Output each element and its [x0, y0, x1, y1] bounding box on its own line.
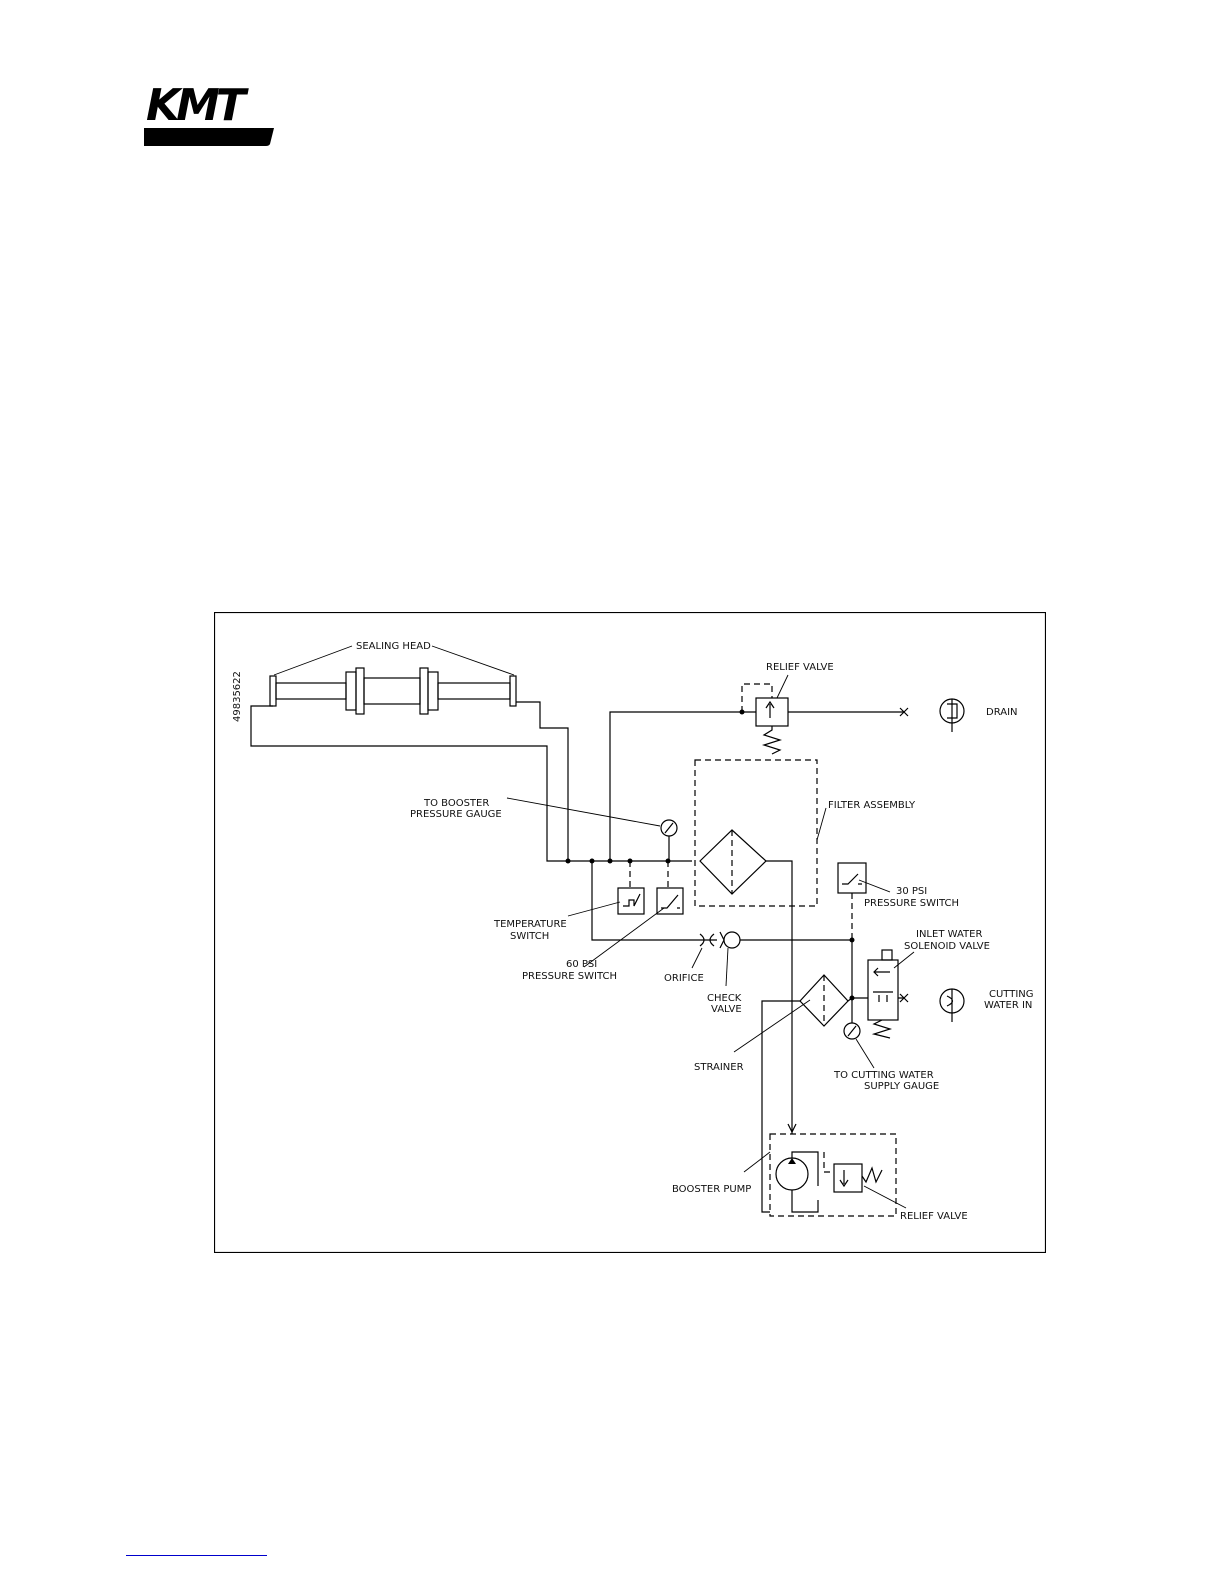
cutting-water-in-symbol	[940, 989, 964, 1022]
label-relief-valve-top: RELIEF VALVE	[766, 662, 834, 673]
document-id: 49835622	[232, 671, 243, 722]
orifice-symbol	[692, 934, 714, 968]
label-cutting-line1: CUTTING	[989, 989, 1034, 1000]
label-supply-line2: SUPPLY GAUGE	[864, 1081, 939, 1092]
label-cutting-line2: WATER IN	[984, 1000, 1032, 1011]
label-orifice: ORIFICE	[664, 973, 704, 984]
relief-valve-top-symbol	[742, 675, 908, 754]
label-booster-pump: BOOSTER PUMP	[672, 1184, 751, 1195]
booster-pressure-gauge-symbol	[507, 798, 677, 861]
hydraulic-schematic: 49835622 SEALING HEAD RELIEF VALVE DRAIN	[214, 612, 1046, 1253]
label-60psi-line1: 60 PSI	[566, 959, 597, 970]
label-supply-line1: TO CUTTING WATER	[833, 1070, 934, 1081]
filter-assembly-symbol	[695, 760, 826, 1062]
check-valve-symbol	[720, 932, 852, 986]
label-to-booster-line2: PRESSURE GAUGE	[410, 809, 502, 820]
label-check-line1: CHECK	[707, 993, 742, 1004]
label-drain: DRAIN	[986, 707, 1018, 718]
label-inlet-line1: INLET WATER	[916, 929, 982, 940]
footer-link-rule	[126, 1555, 267, 1556]
label-30psi-line2: PRESSURE SWITCH	[864, 898, 959, 909]
kmt-logo: KMT	[140, 80, 280, 152]
inlet-solenoid-valve-symbol	[868, 950, 914, 1038]
label-to-booster-line1: TO BOOSTER	[423, 798, 489, 809]
label-30psi-line1: 30 PSI	[896, 886, 927, 897]
logo-text: KMT	[146, 80, 249, 131]
label-strainer: STRAINER	[694, 1062, 744, 1073]
label-check-line2: VALVE	[711, 1004, 742, 1015]
label-relief-valve-bottom: RELIEF VALVE	[900, 1211, 968, 1222]
cutting-water-supply-gauge-symbol	[844, 998, 874, 1068]
label-sealing-head: SEALING HEAD	[356, 641, 431, 652]
logo-underbar	[144, 128, 274, 146]
sealing-head-symbol	[270, 646, 516, 714]
label-60psi-line2: PRESSURE SWITCH	[522, 971, 617, 982]
label-temperature-line1: TEMPERATURE	[493, 919, 567, 930]
label-filter-assembly: FILTER ASSEMBLY	[828, 800, 916, 811]
label-temperature-line2: SWITCH	[510, 931, 549, 942]
temperature-switch-symbol	[568, 861, 644, 916]
strainer-symbol	[734, 975, 852, 1152]
label-inlet-line2: SOLENOID VALVE	[904, 941, 990, 952]
drain-symbol	[940, 699, 964, 732]
